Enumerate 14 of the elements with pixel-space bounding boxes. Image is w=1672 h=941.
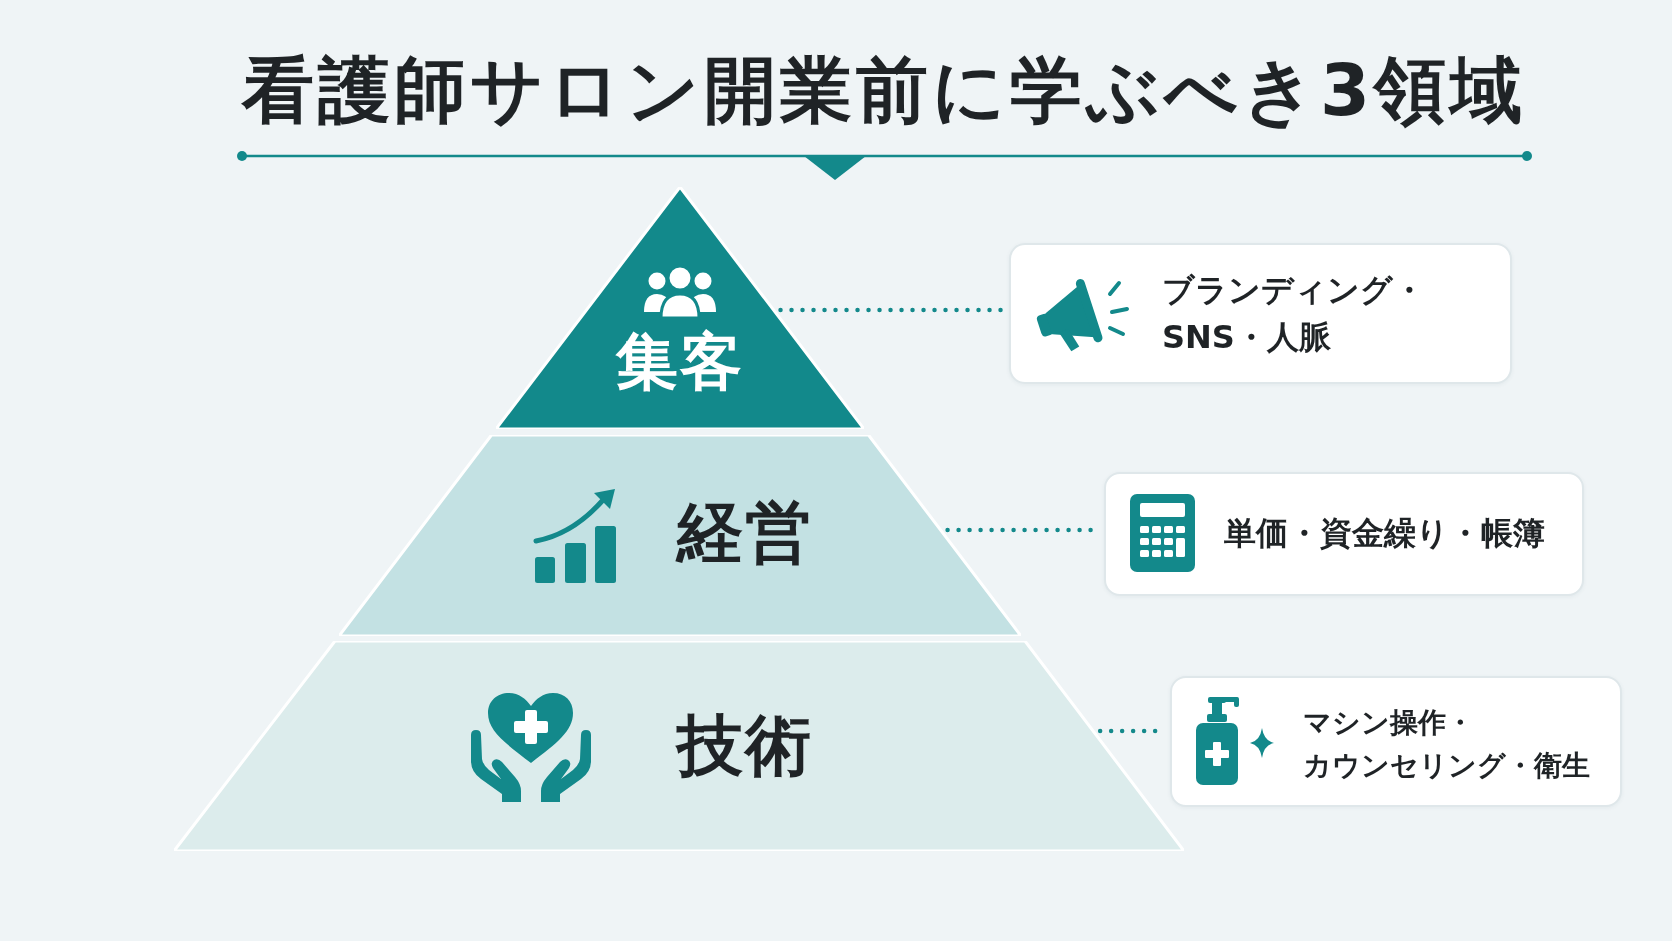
info-card: [1170, 676, 1622, 807]
topic-text: マシン操作・カウンセリング・衛生: [1303, 705, 1591, 784]
topic-text: ブランディング・SNS・人脈: [1162, 270, 1424, 358]
pyramid-tier: [339, 435, 1021, 636]
page-title: 看護師サロン開業前に学ぶべき3領域: [241, 47, 1527, 134]
tier-label: 集客: [616, 324, 744, 400]
info-card: [1104, 472, 1584, 596]
dotted-connector: [778, 307, 1005, 313]
pyramid-tier: [174, 641, 1184, 851]
tier-label: 技術: [677, 706, 813, 786]
pyramid-tier: [496, 187, 864, 429]
topic-text: 単価・資金繰り・帳簿: [1224, 514, 1545, 552]
info-card: [1009, 243, 1512, 384]
tier-label: 経営: [677, 493, 813, 573]
